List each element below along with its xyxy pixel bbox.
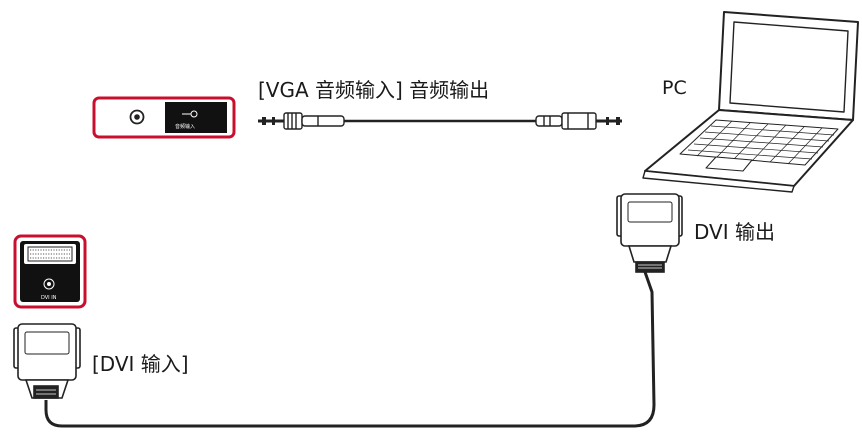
audio-cable bbox=[258, 112, 622, 130]
audio-input-panel bbox=[92, 96, 236, 139]
pc-label: PC bbox=[662, 77, 687, 99]
dvi-input-label: [DVI 输入] bbox=[92, 352, 189, 376]
dvi-input-panel bbox=[13, 234, 87, 309]
dvi-port-icon bbox=[24, 244, 76, 264]
audio-plug-glyph-icon bbox=[182, 110, 198, 118]
audio-plug-right-icon bbox=[535, 112, 622, 130]
audio-port-label: 音频输入 bbox=[175, 124, 196, 130]
dvi-cable bbox=[44, 271, 656, 428]
dvi-connector-display-icon bbox=[13, 323, 81, 399]
audio-plug-left-icon bbox=[258, 112, 345, 130]
dvi-output-label: DVI 输出 bbox=[694, 220, 775, 244]
laptop-icon bbox=[642, 11, 859, 193]
dvi-port-label: DVI IN bbox=[41, 295, 57, 301]
dvi-symbol-icon bbox=[43, 278, 55, 290]
dvi-connector-pc-icon bbox=[616, 193, 683, 273]
audio-cable-label: [VGA 音频输入] 音频输出 bbox=[258, 78, 490, 102]
